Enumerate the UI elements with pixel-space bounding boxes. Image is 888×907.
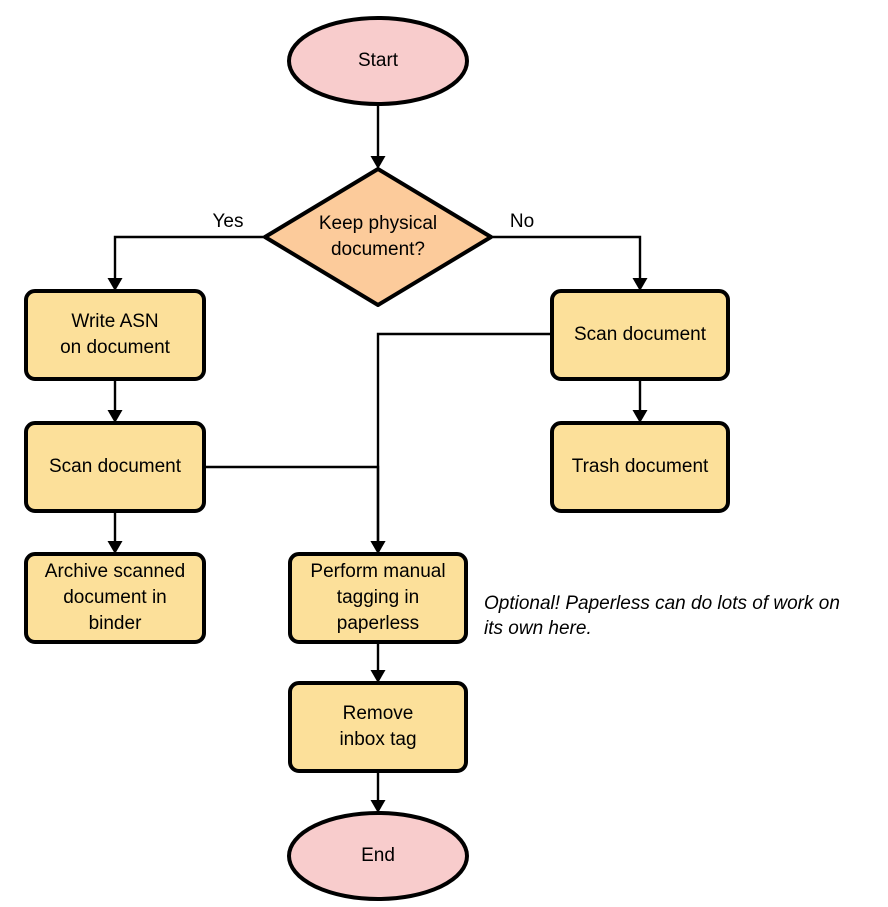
arrow-head-icon [370, 541, 386, 554]
edge-path [113, 235, 265, 278]
edge-scan-right-to-trash [632, 379, 648, 423]
node-shape-ellipse [287, 16, 469, 106]
edge-label-decision-yes-to-write-asn: Yes [213, 211, 244, 232]
arrow-head-icon [370, 670, 386, 683]
node-shape-rect [288, 681, 468, 773]
edge-path [491, 235, 642, 278]
annotations-layer: Optional! Paperless can do lots of work … [484, 593, 840, 639]
node-shape-rect [550, 421, 730, 513]
node-shape-rect [550, 289, 730, 381]
node-scan-document-left[interactable]: Scan document [24, 421, 206, 513]
node-trash-document[interactable]: Trash document [550, 421, 730, 513]
edge-decision-yes-to-write-asn: Yes [107, 211, 265, 291]
node-shape-diamond [263, 167, 493, 307]
node-start[interactable]: Start [287, 16, 469, 106]
edge-decision-no-to-scan-right: No [491, 211, 648, 291]
node-end[interactable]: End [287, 811, 469, 901]
annotation-optional-note: Optional! Paperless can do lots of work … [484, 593, 840, 639]
edges-layer: Yes No [107, 104, 648, 813]
node-shape-rect [288, 552, 468, 644]
node-label-trash-document: Trash document [572, 456, 709, 477]
node-label-end: End [361, 845, 395, 866]
node-shape-ellipse [287, 811, 469, 901]
arrow-head-icon [370, 800, 386, 813]
arrow-head-icon [107, 541, 123, 554]
arrow-head-icon [632, 278, 648, 291]
node-shape-rect [24, 421, 206, 513]
arrow-head-icon [632, 410, 648, 423]
edge-scan-left-to-manual-tagging [204, 465, 386, 554]
node-label-scan-document-left: Scan document [49, 456, 182, 477]
edge-label-decision-no-to-scan-right: No [510, 211, 534, 232]
node-label-start: Start [358, 50, 399, 71]
node-scan-document-right[interactable]: Scan document [550, 289, 730, 381]
arrow-head-icon [107, 278, 123, 291]
node-label-scan-document-right: Scan document [574, 324, 707, 345]
edge-scan-left-to-archive [107, 511, 123, 554]
node-shape-rect [24, 552, 206, 644]
edge-path [376, 332, 552, 541]
edge-scan-right-to-manual-tagging [370, 332, 552, 554]
arrow-head-icon [370, 156, 386, 169]
arrow-head-icon [107, 410, 123, 423]
edge-remove-inbox-to-end [370, 771, 386, 813]
edge-start-to-decision [370, 104, 386, 169]
edge-path [204, 465, 380, 541]
edge-manual-tagging-to-remove-inbox [370, 642, 386, 683]
edge-write-asn-to-scan-left [107, 379, 123, 423]
node-shape-rect [24, 289, 206, 381]
